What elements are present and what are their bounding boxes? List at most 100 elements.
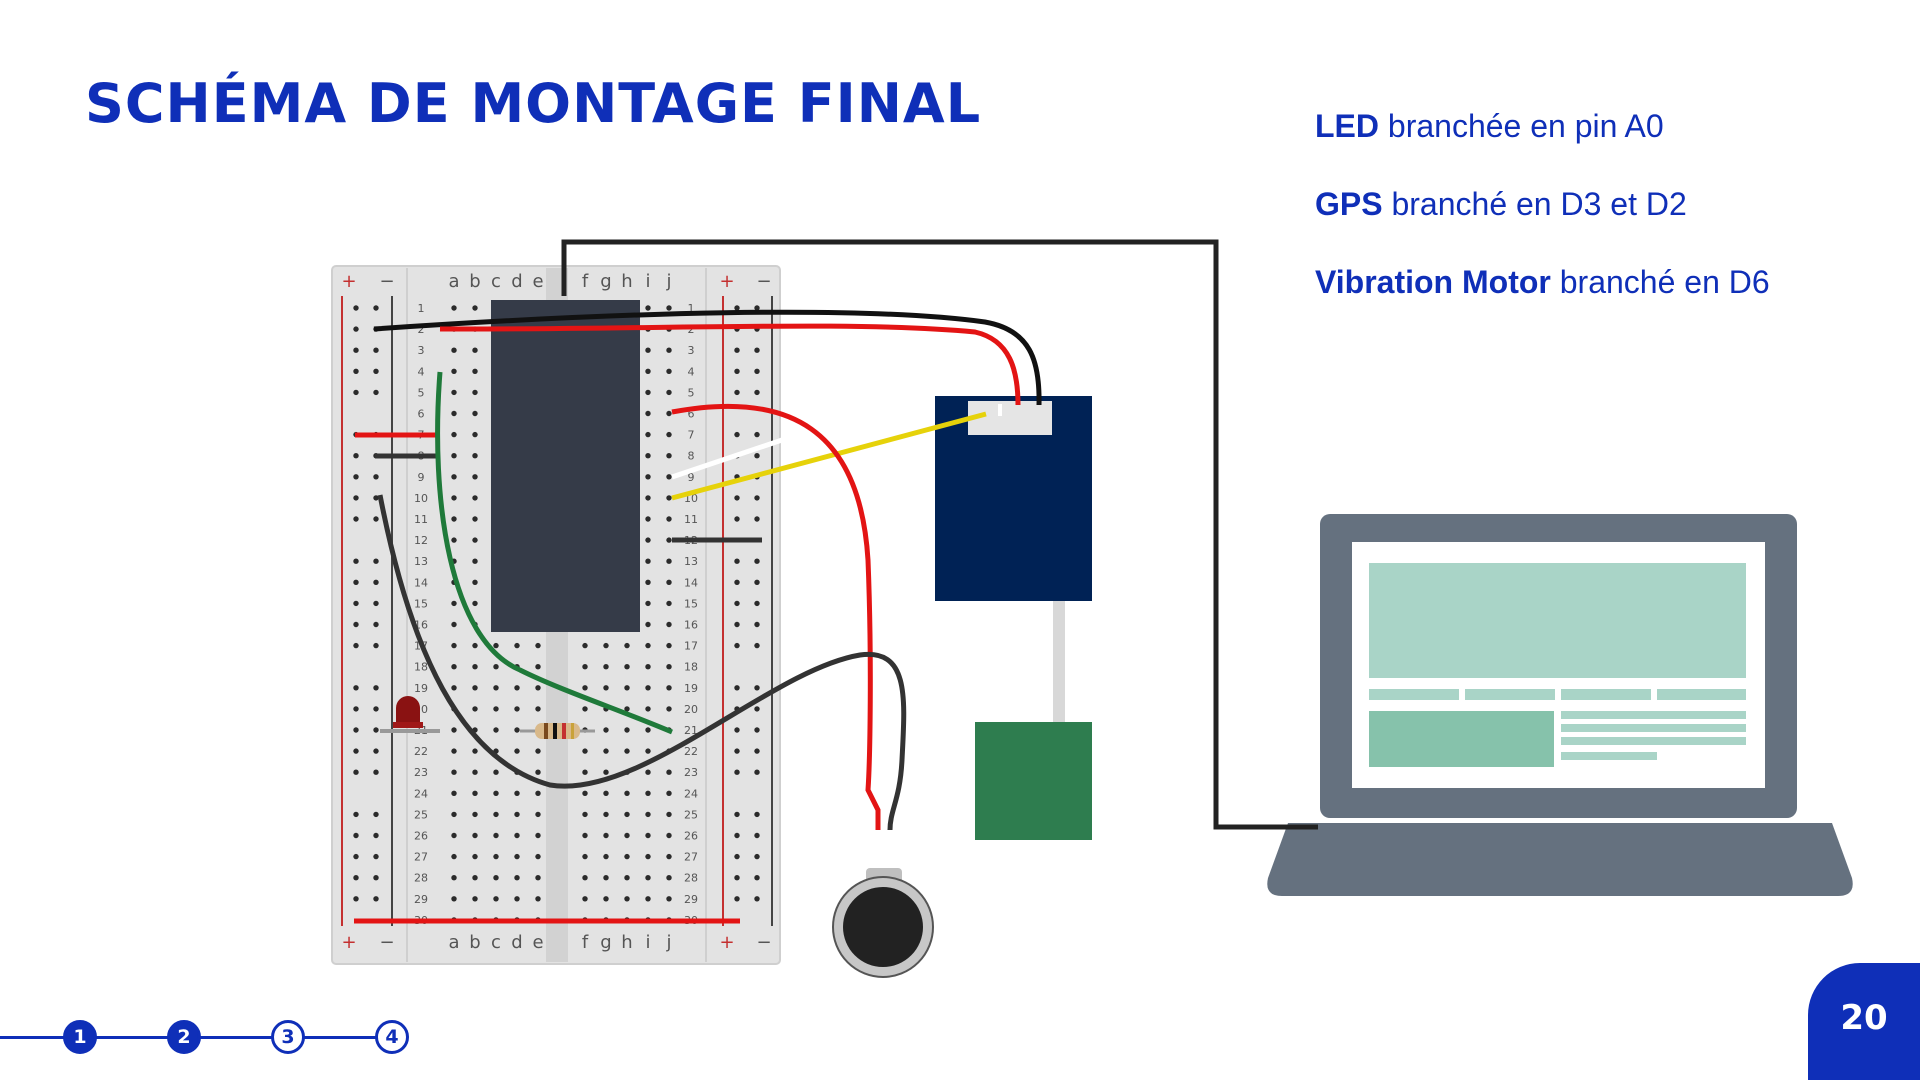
- row-number-right: 4: [688, 365, 695, 378]
- page-number-badge: 20: [1808, 963, 1920, 1080]
- page-number: 20: [1840, 997, 1888, 1038]
- row-number-right: 9: [688, 471, 695, 484]
- step-2[interactable]: 2: [167, 1020, 201, 1054]
- row-number-right: 16: [684, 619, 698, 632]
- rail-minus-label: −: [379, 932, 394, 953]
- note-led: LED branchée en pin A0: [1315, 108, 1664, 144]
- connection-notes: LED branchée en pin A0 GPS branché en D3…: [1315, 108, 1895, 342]
- row-number-right: 15: [684, 597, 698, 610]
- row-number-right: 2: [688, 323, 695, 336]
- step-3[interactable]: 3: [271, 1020, 305, 1054]
- led: [380, 696, 440, 733]
- column-label: f: [582, 271, 589, 292]
- row-number-left: 11: [414, 513, 428, 526]
- row-number-left: 15: [414, 597, 428, 610]
- column-label: b: [469, 271, 480, 292]
- row-number-right: 13: [684, 555, 698, 568]
- row-number-left: 29: [414, 893, 428, 906]
- row-number-left: 4: [418, 365, 425, 378]
- column-label: i: [645, 932, 650, 953]
- column-label: c: [491, 932, 501, 953]
- wire-red-motor: [671, 403, 881, 830]
- row-number-left: 23: [414, 766, 428, 779]
- row-number-left: 27: [414, 851, 428, 864]
- row-number-left: 25: [414, 808, 428, 821]
- wire-black-gps-ground: [373, 309, 1042, 406]
- row-number-right: 6: [688, 408, 695, 421]
- column-label: e: [532, 271, 543, 292]
- row-number-right: 21: [684, 724, 698, 737]
- note-gps: GPS branché en D3 et D2: [1315, 186, 1687, 222]
- gps-connector: [968, 401, 1052, 435]
- column-label: d: [511, 932, 522, 953]
- row-number-right: 23: [684, 766, 698, 779]
- column-label: j: [665, 271, 671, 292]
- gps-antenna-cable: [1053, 601, 1065, 723]
- row-number-left: 14: [414, 576, 428, 589]
- usb-cable: [561, 239, 1318, 830]
- microcontroller: [491, 300, 640, 632]
- step-4[interactable]: 4: [375, 1020, 409, 1054]
- wire-black-motor: [377, 494, 907, 831]
- row-number-right: 11: [684, 513, 698, 526]
- column-label: h: [621, 932, 632, 953]
- row-number-right: 18: [684, 661, 698, 674]
- row-number-right: 27: [684, 851, 698, 864]
- wire-white-gps: [671, 437, 783, 480]
- rail-plus-label: +: [341, 271, 356, 292]
- column-label: e: [532, 932, 543, 953]
- wire-green-led: [435, 371, 673, 735]
- column-label: d: [511, 271, 522, 292]
- row-number-right: 7: [688, 429, 695, 442]
- wire-red-gps-power: [439, 323, 1021, 406]
- row-number-left: 28: [414, 872, 428, 885]
- column-label: i: [645, 271, 650, 292]
- row-number-left: 26: [414, 830, 428, 843]
- row-number-right: 26: [684, 830, 698, 843]
- rail-plus-label: +: [719, 271, 734, 292]
- row-number-left: 18: [414, 661, 428, 674]
- column-label: b: [469, 932, 480, 953]
- row-number-left: 1: [418, 302, 425, 315]
- row-number-right: 5: [688, 386, 695, 399]
- progress-stepper: 1 2 3 4: [0, 1018, 420, 1058]
- column-label: g: [600, 932, 611, 953]
- row-number-left: 12: [414, 534, 428, 547]
- rail-minus-label: −: [756, 932, 771, 953]
- wire-yellow-gps: [671, 411, 987, 501]
- column-label: a: [448, 271, 459, 292]
- row-number-left: 2: [418, 323, 425, 336]
- row-number-right: 8: [688, 450, 695, 463]
- row-number-right: 24: [684, 787, 698, 800]
- row-number-left: 19: [414, 682, 428, 695]
- rail-plus-label: +: [341, 932, 356, 953]
- column-label: a: [448, 932, 459, 953]
- row-number-left: 5: [418, 386, 425, 399]
- column-label: j: [665, 932, 671, 953]
- green-module: [975, 722, 1092, 840]
- row-number-left: 13: [414, 555, 428, 568]
- vibration-motor: [832, 868, 934, 978]
- resistor: [520, 723, 595, 739]
- page-title: SCHÉMA DE MONTAGE FINAL: [85, 72, 982, 135]
- rail-plus-label: +: [719, 932, 734, 953]
- note-vibration-motor: Vibration Motor branché en D6: [1315, 264, 1770, 300]
- row-number-right: 17: [684, 640, 698, 653]
- row-number-right: 22: [684, 745, 698, 758]
- step-1[interactable]: 1: [63, 1020, 97, 1054]
- row-number-right: 3: [688, 344, 695, 357]
- rail-minus-label: −: [379, 271, 394, 292]
- row-number-left: 3: [418, 344, 425, 357]
- row-number-left: 24: [414, 787, 428, 800]
- row-number-right: 25: [684, 808, 698, 821]
- rail-minus-label: −: [756, 271, 771, 292]
- row-number-right: 19: [684, 682, 698, 695]
- row-number-right: 20: [684, 703, 698, 716]
- column-label: f: [582, 932, 589, 953]
- row-number-left: 6: [418, 408, 425, 421]
- row-number-right: 29: [684, 893, 698, 906]
- row-number-left: 9: [418, 471, 425, 484]
- row-number-right: 28: [684, 872, 698, 885]
- column-label: h: [621, 271, 632, 292]
